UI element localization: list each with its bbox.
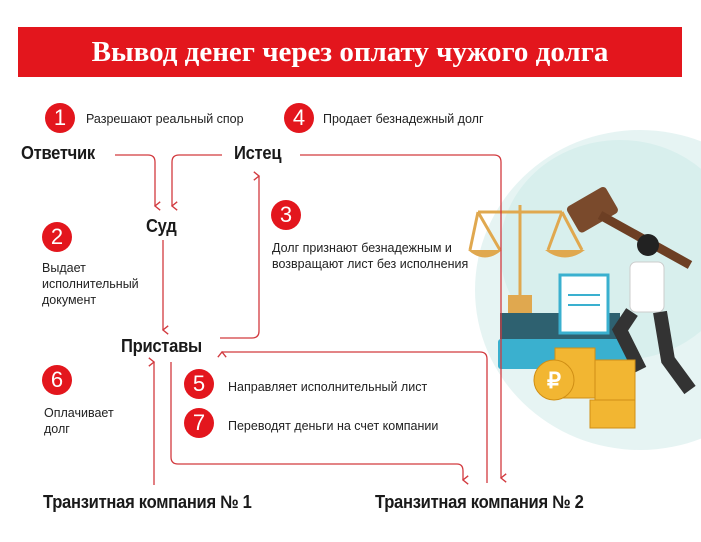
step-text-6: Оплачивает долг (44, 406, 114, 436)
step-text-3: Долг признают безнадежным и возвращают л… (272, 241, 469, 271)
coins-icon (533, 347, 636, 429)
step-badge-1: 1 (45, 103, 75, 133)
node-plaintiff: Истец (234, 143, 282, 163)
title-banner: Вывод денег через оплату чужого долга (18, 27, 682, 77)
arrow-bailiffs-transit2 (170, 362, 469, 485)
arrow-plaintiff-court (170, 154, 222, 211)
step-badge-6: 6 (42, 365, 72, 395)
node-transit2: Транзитная компания № 2 (375, 492, 584, 512)
arrow-transit2-bailiffs (217, 350, 488, 483)
step-text-7: Переводят деньги на счет компании (228, 419, 439, 433)
step-badge-4: 4 (284, 103, 314, 133)
step-text-1: Разрешают реальный спор (86, 112, 244, 126)
scales-icon (468, 205, 584, 300)
arrow-plaintiff-transit2 (300, 154, 507, 483)
step-badge-2: 2 (42, 222, 72, 252)
arrow-defendant-court (115, 154, 161, 211)
node-transit1: Транзитная компания № 1 (43, 492, 252, 512)
person-figure (611, 234, 696, 395)
node-defendant: Ответчик (21, 143, 95, 163)
step-text-5: Направляет исполнительный лист (228, 380, 428, 394)
node-bailiffs: Приставы (121, 336, 202, 356)
step-text-2: Выдает исполнительный документ (42, 261, 139, 307)
step-badge-5: 5 (184, 369, 214, 399)
arrow-bailiffs-plaintiff (220, 171, 261, 339)
ruble-symbol: ₽ (547, 368, 561, 393)
node-court: Суд (146, 216, 177, 236)
step-text-4: Продает безнадежный долг (323, 112, 484, 126)
step-badge-7: 7 (184, 408, 214, 438)
step-badge-3: 3 (271, 200, 301, 230)
